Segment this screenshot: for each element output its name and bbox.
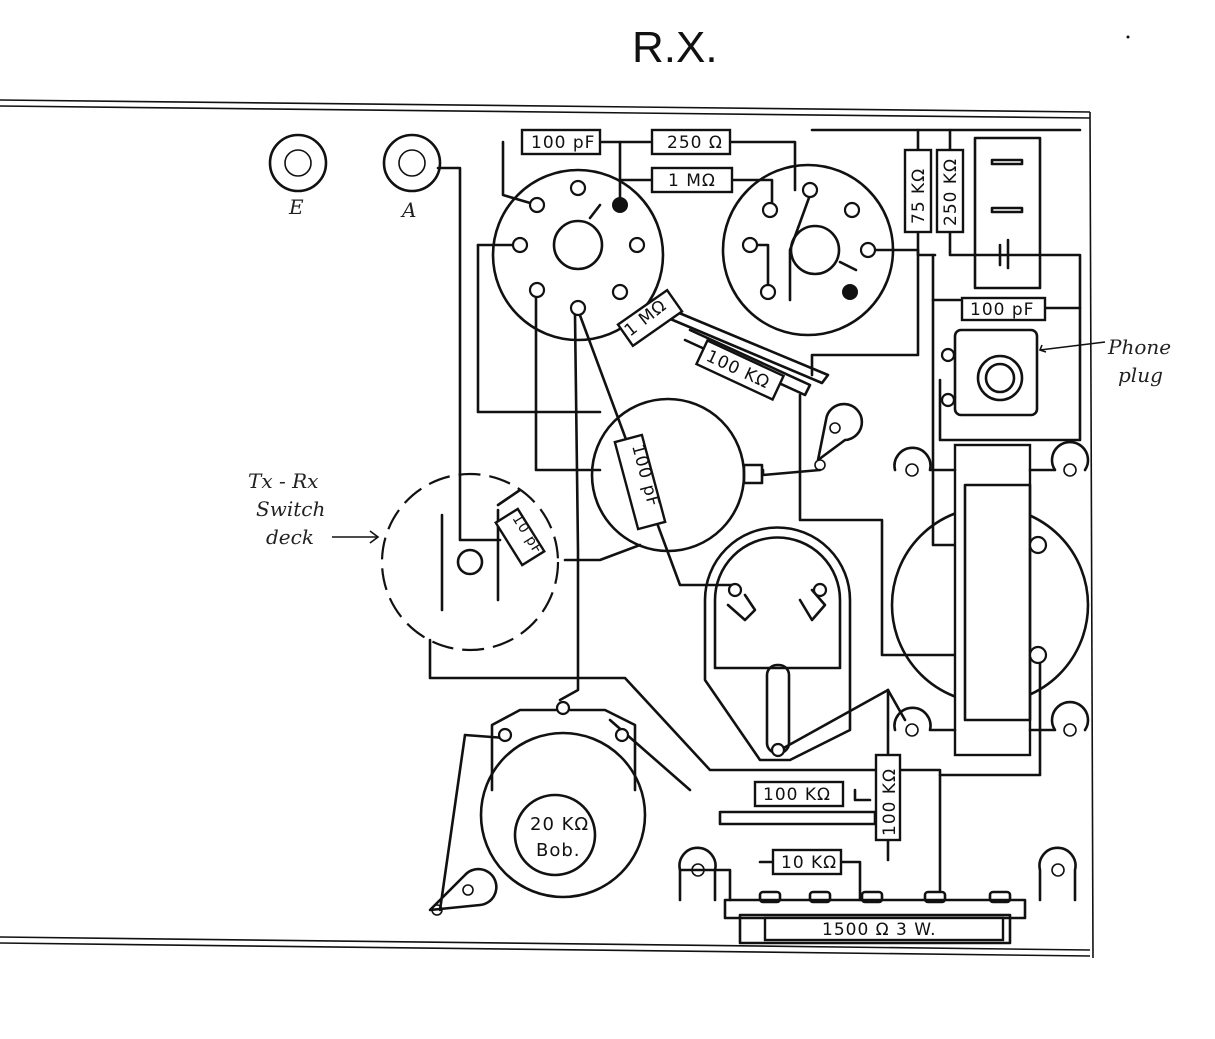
pot-value: 20 KΩ xyxy=(530,814,589,835)
earth-terminal xyxy=(268,133,328,193)
switch-deck-annotation-1: Tx - Rx xyxy=(248,469,318,493)
pot-name: Bob. xyxy=(536,840,581,861)
component-1m-diagonal xyxy=(616,288,684,348)
component-100pf-top-label: 100 pF xyxy=(531,133,595,153)
component-100pf-diagonal xyxy=(613,433,667,531)
antenna-terminal-label: A xyxy=(400,198,416,222)
switch-deck-arrow xyxy=(332,530,380,544)
component-100k-vertical xyxy=(874,753,902,842)
phone-plug-annotation-2: plug xyxy=(1118,363,1163,387)
component-100k-bottom-label: 100 KΩ xyxy=(763,785,831,805)
tuning-disc xyxy=(590,397,764,553)
component-1m-top-label: 1 MΩ xyxy=(668,171,716,191)
tx-rx-switch-deck xyxy=(380,472,560,652)
page-title: R.X. xyxy=(632,23,718,72)
component-100k-bottom xyxy=(753,780,845,808)
component-75k xyxy=(903,148,933,234)
component-100pf-top xyxy=(520,128,602,156)
chassis-outline xyxy=(0,99,1094,959)
phone-plug-socket xyxy=(940,328,1106,417)
component-250k xyxy=(935,148,965,234)
component-10pf xyxy=(494,507,546,567)
component-250k-label: 250 KΩ xyxy=(941,158,961,226)
potentiometer-20k xyxy=(479,700,647,899)
component-10k-label: 10 KΩ xyxy=(781,853,837,873)
component-75k-label: 75 KΩ xyxy=(909,168,929,224)
switch-deck-annotation-3: deck xyxy=(266,525,314,549)
mounting-lug-disc xyxy=(814,402,864,471)
valve-socket-2 xyxy=(721,163,895,337)
component-100pf-right xyxy=(960,296,1047,322)
antenna-terminal xyxy=(382,133,442,193)
component-100k-vertical-label: 100 KΩ xyxy=(880,768,900,836)
component-10k xyxy=(771,848,843,876)
component-1m-top xyxy=(650,166,734,194)
mounting-lug-bottom-left xyxy=(428,867,498,916)
earth-terminal-label: E xyxy=(288,195,304,219)
coil-former xyxy=(890,440,1090,757)
valve-socket-1 xyxy=(491,168,665,342)
component-100pf-right-label: 100 pF xyxy=(970,300,1034,320)
stray-dot xyxy=(1126,35,1130,39)
phone-plug-annotation-1: Phone xyxy=(1107,335,1171,359)
component-100k-diagonal xyxy=(694,338,786,402)
switch-deck-annotation-2: Switch xyxy=(256,497,325,521)
fixed-capacitor-block xyxy=(973,136,1042,290)
component-1500-ohm xyxy=(763,916,1005,942)
component-250-ohm-label: 250 Ω xyxy=(667,133,723,153)
component-1500-ohm-label: 1500 Ω 3 W. xyxy=(822,920,937,940)
reaction-control xyxy=(703,526,852,762)
component-250-ohm xyxy=(650,128,732,156)
